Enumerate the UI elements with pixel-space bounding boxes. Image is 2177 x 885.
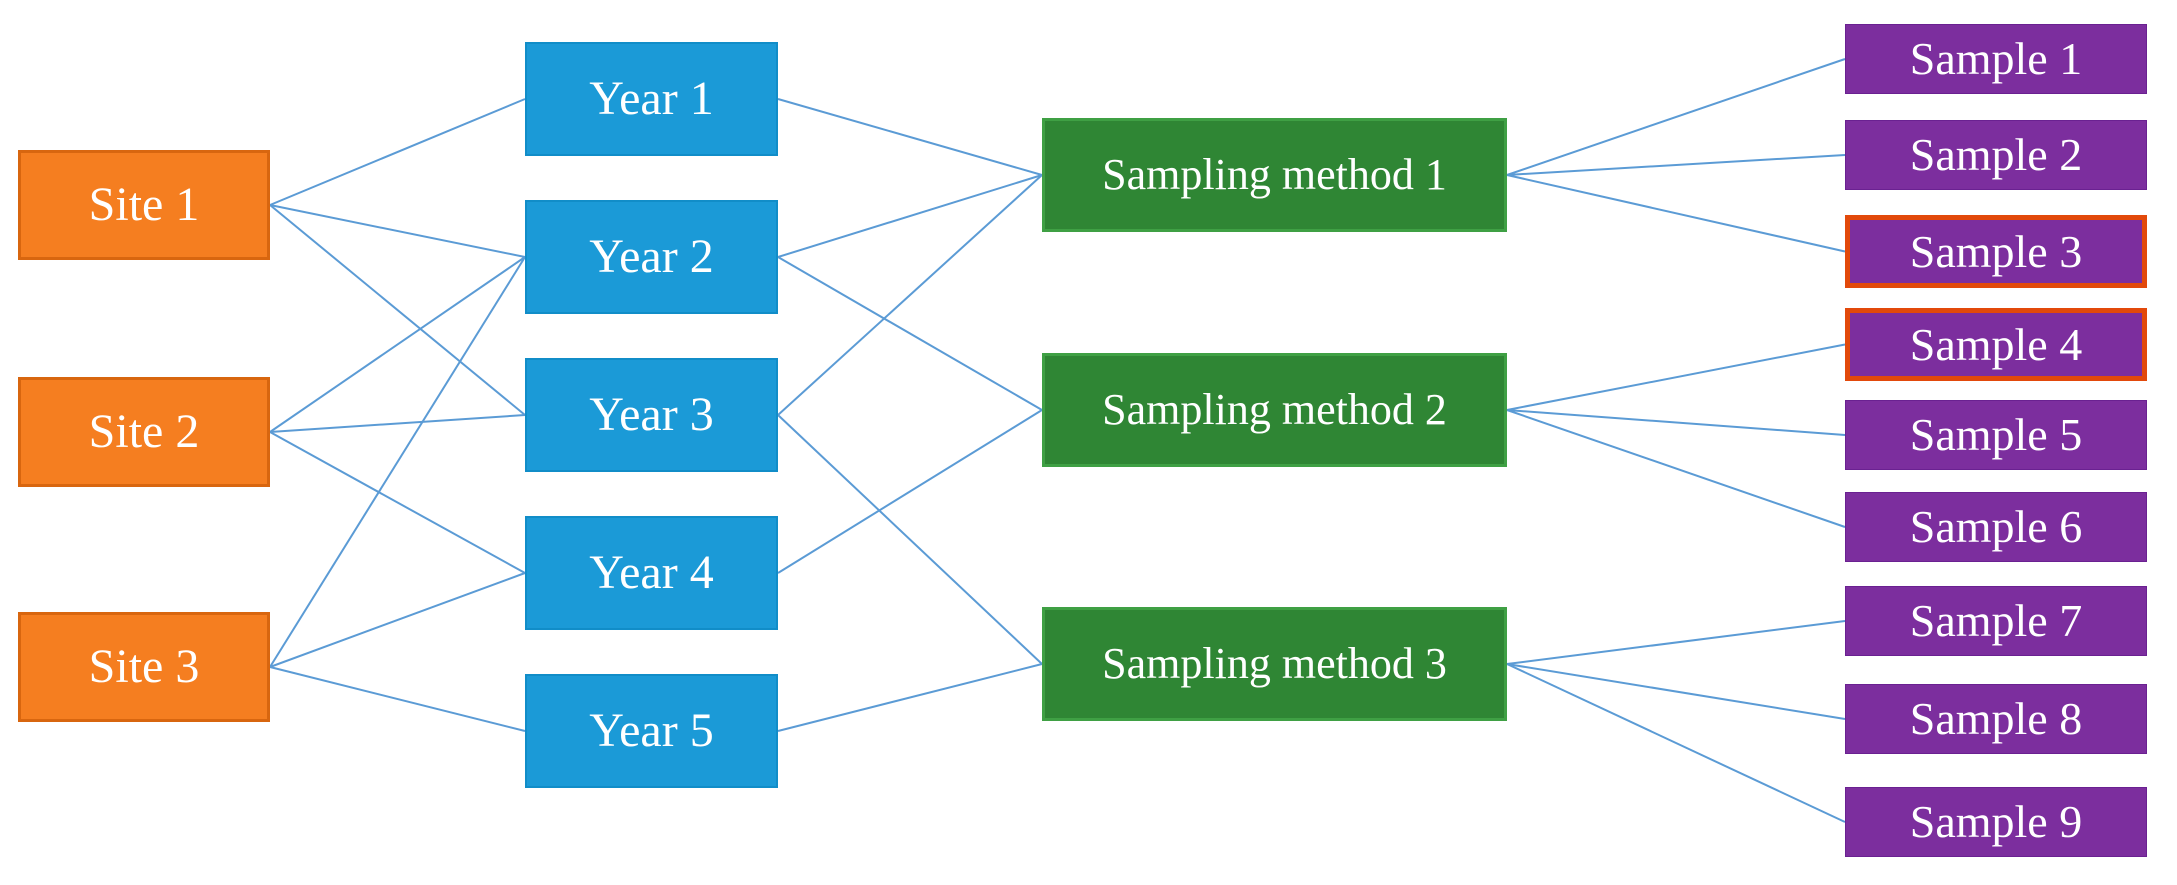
edge-method-2-to-sample-4 [1506, 343, 1846, 411]
edge-site-1-to-year-2 [269, 204, 526, 258]
node-year-2: Year 2 [525, 200, 778, 314]
node-year-3: Year 3 [525, 358, 778, 472]
node-year-1: Year 1 [525, 42, 778, 156]
edge-method-3-to-sample-7 [1506, 620, 1846, 665]
node-site-3: Site 3 [18, 612, 270, 722]
edge-site-2-to-year-2 [269, 256, 526, 433]
node-site-2: Site 2 [18, 377, 270, 487]
edge-site-3-to-year-5 [269, 666, 526, 732]
node-method-1: Sampling method 1 [1042, 118, 1507, 232]
node-sample-5: Sample 5 [1845, 400, 2147, 470]
edge-site-3-to-year-2 [269, 256, 526, 668]
node-method-2: Sampling method 2 [1042, 353, 1507, 467]
edge-site-2-to-year-4 [269, 431, 526, 574]
edge-site-1-to-year-1 [269, 98, 526, 206]
edge-method-2-to-sample-5 [1506, 409, 1846, 436]
edge-year-1-to-method-1 [777, 98, 1043, 176]
node-year-4: Year 4 [525, 516, 778, 630]
edge-year-2-to-method-2 [777, 256, 1043, 411]
edge-year-3-to-method-1 [777, 174, 1043, 416]
edge-site-3-to-year-4 [269, 572, 526, 668]
edge-year-3-to-method-3 [777, 414, 1043, 665]
edge-method-1-to-sample-1 [1506, 58, 1846, 176]
edge-year-5-to-method-3 [777, 663, 1043, 732]
edge-method-3-to-sample-9 [1506, 663, 1846, 823]
node-method-3: Sampling method 3 [1042, 607, 1507, 721]
node-sample-6: Sample 6 [1845, 492, 2147, 562]
node-year-5: Year 5 [525, 674, 778, 788]
node-sample-9: Sample 9 [1845, 787, 2147, 857]
node-sample-3: Sample 3 [1845, 215, 2147, 288]
edge-year-4-to-method-2 [777, 409, 1043, 574]
edge-method-2-to-sample-6 [1506, 409, 1846, 528]
edge-method-1-to-sample-2 [1506, 154, 1846, 176]
node-sample-2: Sample 2 [1845, 120, 2147, 190]
edge-method-3-to-sample-8 [1506, 663, 1846, 720]
node-sample-7: Sample 7 [1845, 586, 2147, 656]
edge-site-1-to-year-3 [269, 204, 526, 416]
node-sample-8: Sample 8 [1845, 684, 2147, 754]
node-sample-4: Sample 4 [1845, 308, 2147, 381]
node-site-1: Site 1 [18, 150, 270, 260]
edge-site-2-to-year-3 [269, 414, 526, 433]
edge-method-1-to-sample-3 [1506, 174, 1846, 253]
node-sample-1: Sample 1 [1845, 24, 2147, 94]
edge-year-2-to-method-1 [777, 174, 1043, 258]
